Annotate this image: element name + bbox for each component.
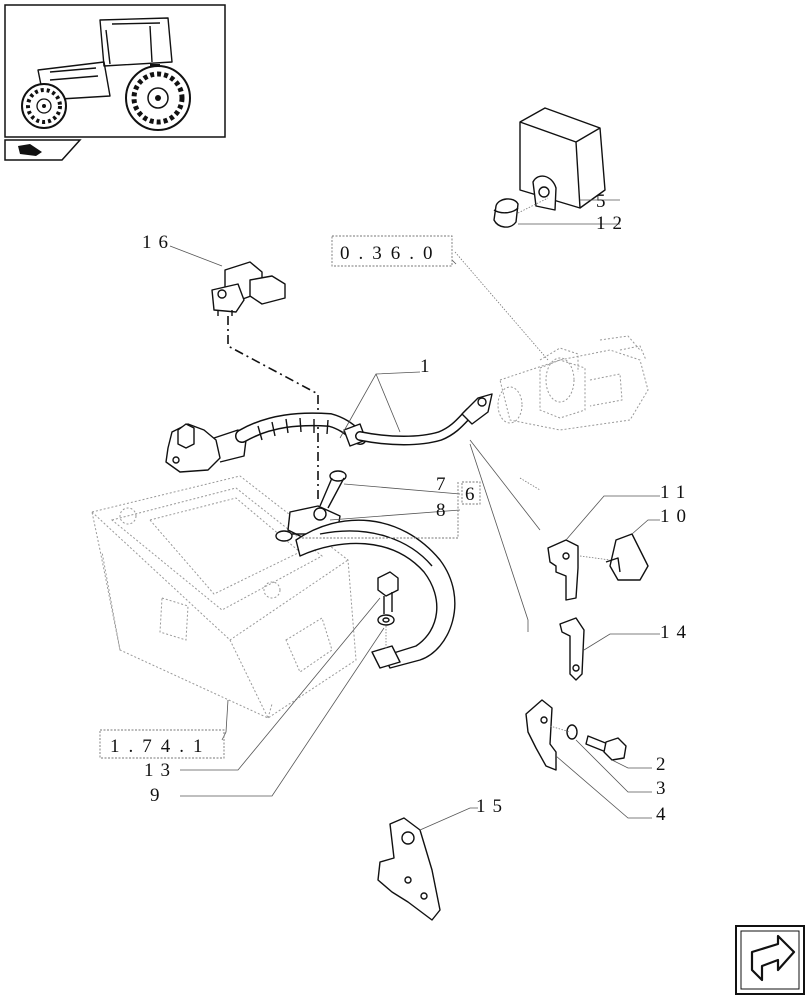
callout-9: 9 bbox=[150, 785, 167, 806]
ref-box-6 bbox=[461, 481, 481, 505]
callout-13: 13 bbox=[144, 760, 177, 781]
ref-box-036[interactable] bbox=[331, 235, 453, 267]
previous-page-button[interactable] bbox=[4, 139, 82, 161]
part-terminal-16[interactable] bbox=[211, 261, 286, 316]
callout-10: 10 bbox=[660, 506, 693, 527]
callout-4: 4 bbox=[656, 804, 673, 825]
part-clip-10[interactable] bbox=[605, 533, 649, 581]
part-nut-12[interactable] bbox=[493, 198, 519, 228]
next-page-button[interactable] bbox=[735, 925, 805, 995]
part-bracket-15[interactable] bbox=[377, 817, 441, 921]
starter-motor-ref[interactable] bbox=[497, 335, 649, 431]
part-plate-14[interactable] bbox=[559, 617, 585, 681]
part-cover-5[interactable] bbox=[519, 107, 606, 211]
part-bolt-13[interactable] bbox=[377, 571, 399, 614]
part-washer-9[interactable] bbox=[377, 614, 395, 626]
callout-11: 11 bbox=[660, 482, 692, 503]
part-bracket-11[interactable] bbox=[547, 539, 579, 601]
ref-label-174[interactable]: 1.74.1 bbox=[110, 736, 212, 757]
next-page-arrow-icon bbox=[750, 934, 796, 982]
callout-2: 2 bbox=[656, 754, 673, 775]
tractor-thumbnail[interactable] bbox=[4, 4, 226, 138]
back-arrow-icon bbox=[18, 144, 42, 156]
part-screw-7[interactable] bbox=[319, 470, 347, 509]
callout-12: 12 bbox=[596, 213, 629, 234]
ref-box-174[interactable] bbox=[99, 729, 225, 759]
callout-15: 15 bbox=[476, 796, 509, 817]
callout-8: 8 bbox=[436, 500, 453, 521]
callout-6: 6 bbox=[465, 484, 482, 505]
battery-strap[interactable] bbox=[295, 519, 456, 669]
callout-5: 5 bbox=[596, 191, 613, 212]
ref-label-036[interactable]: 0.36.0 bbox=[340, 243, 442, 264]
callout-14: 14 bbox=[660, 622, 693, 643]
part-washer-3[interactable] bbox=[566, 724, 578, 740]
part-bolt-2[interactable] bbox=[585, 735, 627, 761]
tractor-icon bbox=[21, 17, 191, 131]
callout-16: 16 bbox=[142, 232, 175, 253]
part-bracket-4[interactable] bbox=[525, 699, 557, 771]
part-cable-1[interactable] bbox=[165, 393, 493, 473]
callout-1: 1 bbox=[420, 356, 437, 377]
callout-7: 7 bbox=[436, 474, 453, 495]
callout-3: 3 bbox=[656, 778, 673, 799]
